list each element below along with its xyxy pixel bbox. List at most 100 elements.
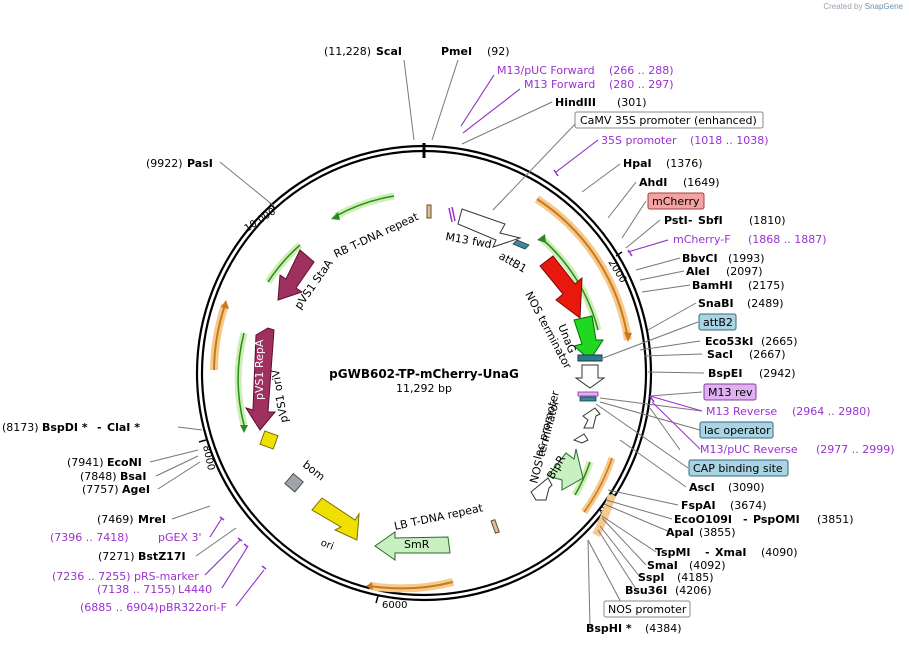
green-arrowhead-right — [537, 234, 546, 243]
m13-fwd-arrow — [457, 208, 522, 248]
site-pos-bspdi: (8173) — [2, 421, 39, 434]
site-bsai: BsaI — [120, 470, 146, 483]
nos-promoter-box — [603, 600, 691, 618]
site-pos-bbvci: (1993) — [728, 252, 765, 265]
site-pos-eco53ki: (2665) — [761, 335, 798, 348]
orange-arc-blpr-line — [583, 457, 613, 513]
site-bspei: BspEI — [708, 367, 742, 380]
bom-label: bom — [300, 458, 327, 483]
mcherry-arrow — [539, 255, 583, 319]
tick-label-10000: 10,000 — [243, 206, 278, 234]
primer-m13puc-reverse: M13/pUC Reverse — [700, 443, 798, 456]
site-bsu36i: Bsu36I — [625, 584, 667, 597]
camv-box — [574, 111, 764, 129]
mcherry-label: mCherry — [652, 195, 700, 208]
site-bspdi: BspDI * — [42, 421, 88, 434]
site-fspai: FspAI — [681, 499, 716, 512]
site-pos-smai: (4092) — [689, 559, 726, 572]
green-arc-staa-line — [267, 244, 301, 283]
site-pos-bamhi: (2175) — [748, 279, 785, 292]
site-sspi: SspI — [638, 571, 664, 584]
site-pos-snabi: (2489) — [747, 297, 784, 310]
tick-6000: 6000 — [375, 595, 407, 611]
site-saci: SacI — [707, 348, 733, 361]
site-pos-scai: (11,228) — [324, 45, 371, 58]
site-bsphi: BspHI * — [586, 622, 632, 635]
nos-term2-arrow — [530, 477, 553, 501]
primer-tick-mcherry — [627, 249, 633, 257]
site-pos-pasi: (9922) — [146, 157, 183, 170]
site-pos-alei: (2097) — [726, 265, 763, 278]
camv-label: CaMV 35S promoter (enhanced) — [580, 114, 757, 127]
primer-35s: 35S promoter — [601, 134, 677, 147]
small-white-arrow — [572, 433, 589, 444]
site-pos-hindiii: (301) — [617, 96, 647, 109]
green-arc-rb-line — [335, 195, 395, 217]
site-pos-bsai: (7848) — [80, 470, 117, 483]
primer-m13-fwd: M13 Forward — [524, 78, 595, 91]
lacop-label: lac operator — [704, 424, 771, 437]
primer-leader-lines — [204, 74, 703, 607]
primer-tick-m13rev — [649, 395, 655, 403]
green-arrowhead-rb — [331, 212, 340, 220]
green-arrowhead-repa — [240, 425, 248, 433]
site-pos-bspei: (2942) — [759, 367, 796, 380]
tick-10000: 10,000 — [243, 202, 278, 235]
site-pos-agei: (7757) — [82, 483, 119, 496]
site-smai: SmaI — [647, 559, 678, 572]
cap-label: CAP binding site — [693, 462, 783, 475]
site-hpai: HpaI — [623, 157, 652, 170]
orange-feature-4-line — [213, 304, 226, 371]
site-pos-mrei: (7469) — [97, 513, 134, 526]
primer-pgex-range: (7396 .. 7418) — [50, 531, 129, 544]
primer-m13puc-reverse-range: (2977 .. 2999) — [816, 443, 895, 456]
repa-arrow — [244, 327, 277, 431]
site-pos-bsphi: (4384) — [645, 622, 682, 635]
site-econi: EcoNI — [107, 456, 142, 469]
site-snabi: SnaBI — [698, 297, 734, 310]
lacop-box — [699, 421, 774, 439]
site-apai: ApaI — [666, 526, 694, 539]
primer-mcherry-f: mCherry-F — [673, 233, 731, 246]
primer-prs-range: (7236 .. 7255) — [52, 570, 131, 583]
attb1-label: attB1 — [497, 249, 529, 275]
site-clai: ClaI * — [107, 421, 140, 434]
rb-repeat-mark — [426, 204, 432, 219]
primer-pgex: pGEX 3' — [158, 531, 202, 544]
lb-repeat-label: LB T-DNA repeat — [393, 501, 485, 533]
site-mrei: MreI — [138, 513, 166, 526]
nos-term-arrow — [574, 364, 606, 389]
primer-tick-pgex — [219, 516, 225, 521]
bom-mark — [284, 472, 304, 493]
m13rev-mark — [577, 391, 599, 397]
site-pos-bsu36i: (4206) — [675, 584, 712, 597]
orange-arrowhead-4 — [221, 300, 229, 309]
primer-m13-reverse-range: (2964 .. 2980) — [792, 405, 871, 418]
primer-m13-reverse: M13 Reverse — [706, 405, 777, 418]
attb2-box — [698, 313, 737, 331]
site-pos-fspai: (3674) — [730, 499, 767, 512]
primer-tick-pbr322 — [261, 565, 267, 570]
green-arc-right-line — [540, 237, 599, 331]
site-bamhi: BamHI — [692, 279, 733, 292]
tick-label-6000: 6000 — [382, 600, 407, 611]
site-pos-saci: (2667) — [749, 348, 786, 361]
plasmid-length: 11,292 bp — [396, 382, 452, 395]
site-pspomi: PspOMI — [753, 513, 800, 526]
site-pos-tspmi: (4090) — [761, 546, 798, 559]
site-pos-pmei: (92) — [487, 45, 510, 58]
site-scai: ScaI — [376, 45, 402, 58]
oriv-mark — [259, 430, 279, 450]
site-pos-bstz17i: (7271) — [98, 550, 135, 563]
repa-label: pVS1 RepA — [253, 339, 266, 400]
primer-mcherry-f-range: (1868 .. 1887) — [748, 233, 827, 246]
mcherry-box — [647, 192, 705, 210]
plasmid-name: pGWB602-TP-mCherry-UnaG — [329, 367, 519, 381]
primer-35s-range: (1018 .. 1038) — [690, 134, 769, 147]
site-bstz17i: BstZ17I — [138, 550, 186, 563]
site-tspmi-dash: - — [705, 546, 710, 559]
site-ecoo109i: EcoO109I — [674, 513, 732, 526]
site-pos-ahdi: (1649) — [683, 176, 720, 189]
staa-arrow — [277, 249, 315, 301]
